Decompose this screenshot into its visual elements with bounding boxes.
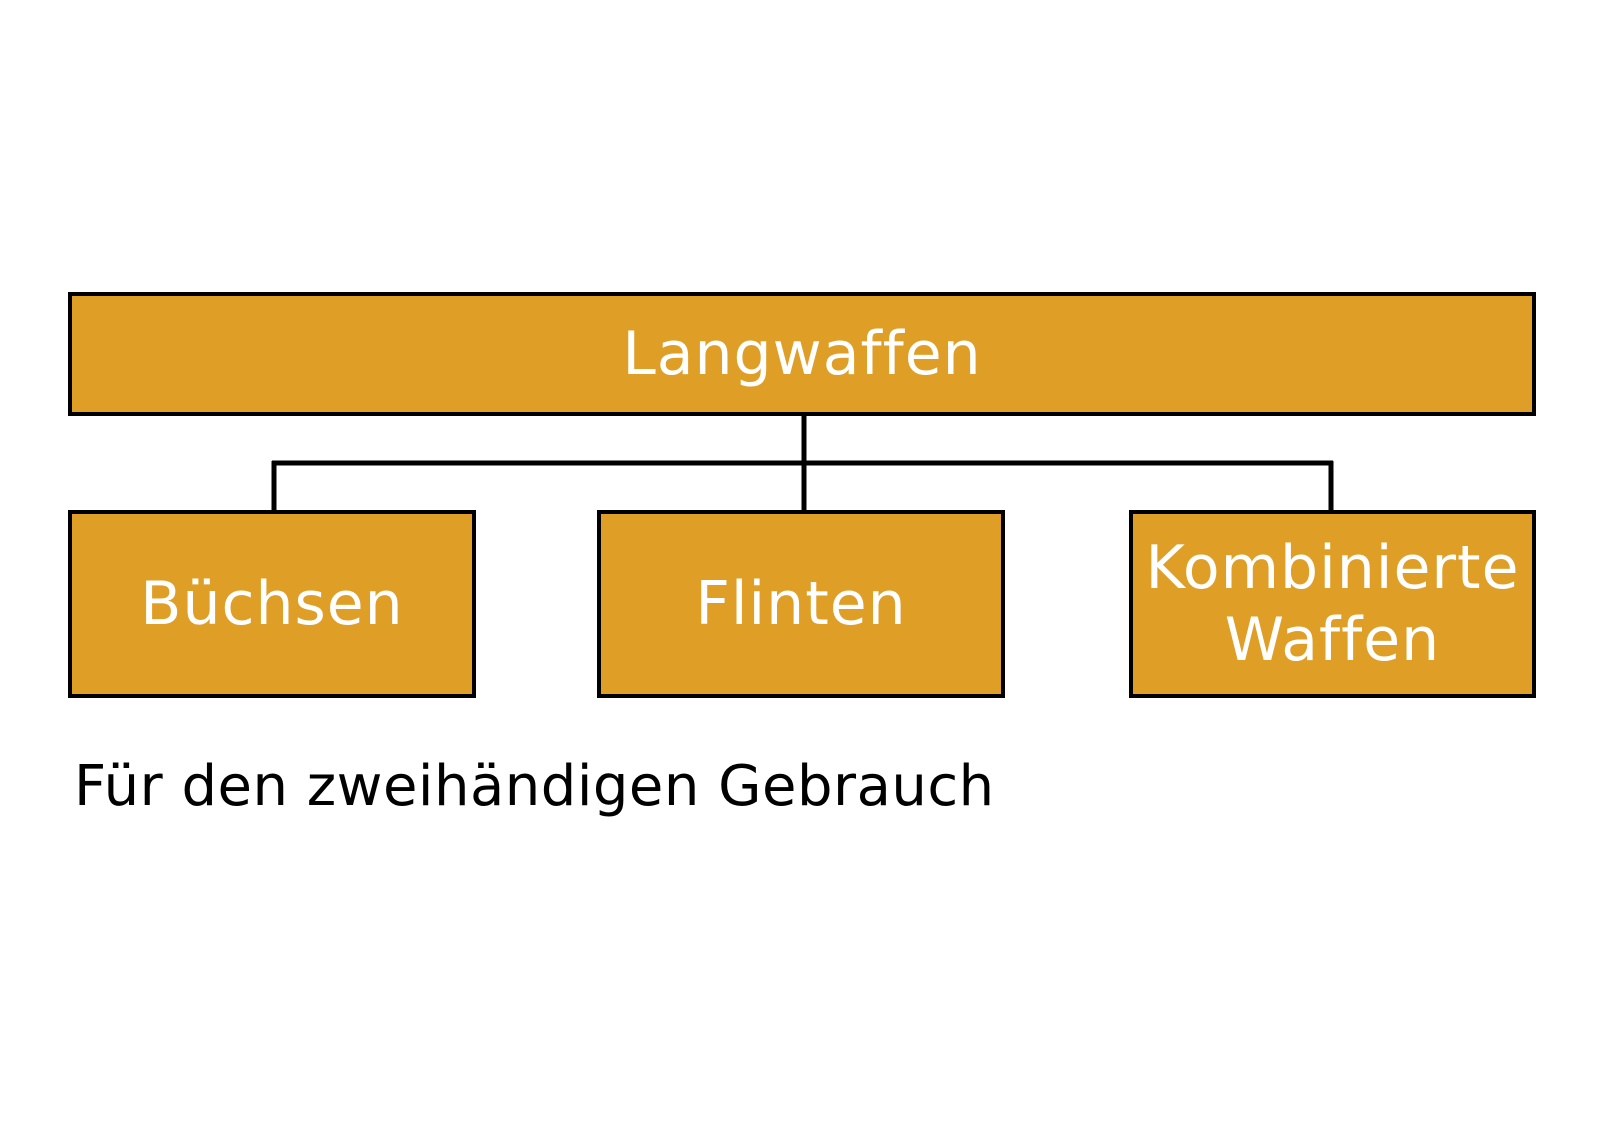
node-langwaffen: Langwaffen xyxy=(68,292,1536,416)
node-flinten: Flinten xyxy=(597,510,1005,698)
node-kombinierte-waffen-label-line-1: Kombinierte xyxy=(1145,533,1520,603)
node-kombinierte-waffen: Kombinierte Waffen xyxy=(1129,510,1536,698)
node-langwaffen-label: Langwaffen xyxy=(622,319,982,389)
node-buechsen: Büchsen xyxy=(68,510,476,698)
node-kombinierte-waffen-label-line-2: Waffen xyxy=(1224,605,1441,675)
node-flinten-label: Flinten xyxy=(695,569,907,639)
diagram-caption: Für den zweihändigen Gebrauch xyxy=(74,754,995,819)
node-buechsen-label: Büchsen xyxy=(140,569,404,639)
